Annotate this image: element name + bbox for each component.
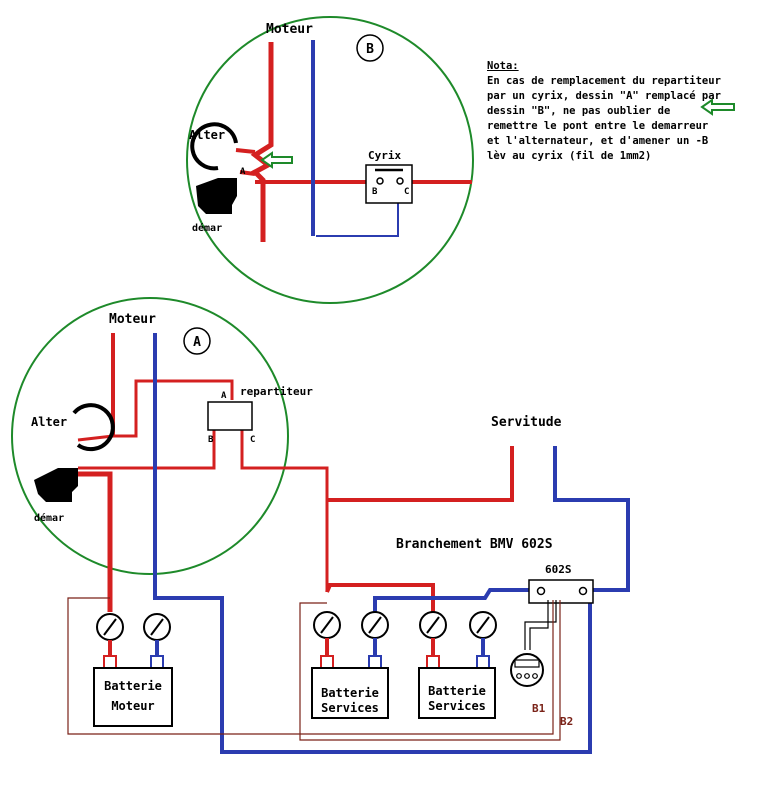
bmv-monitor-button-2 [524,673,530,679]
note-arrow-icon [700,98,735,116]
bmv-monitor-button-3 [532,673,538,679]
battery-services-1: Batterie Services [311,655,389,719]
circle-b-blue-cyrix-neg [316,196,399,237]
battery-moteur-line2: Moteur [111,699,154,713]
bmv-monitor-wires [524,600,557,650]
cyrix-label: Cyrix [368,149,401,162]
circle-b-demar-label: démar [192,222,222,234]
circle-a-red-rep-c [240,430,329,592]
nota-line: dessin "B", ne pas oublier de [487,105,671,117]
circle-a-letter-ring [183,327,211,355]
fuse-moteur-pos [96,613,124,656]
branchement-label: Branchement BMV 602S [396,537,553,552]
circle-b-group: Alter démar A Cyrix B C Moteur B [186,16,474,304]
battery-services2-line2: Services [428,699,486,713]
circle-a-demar-label: démar [34,512,64,524]
bmv-monitor-button-1 [516,673,522,679]
cyrix-terminal-c [396,177,404,185]
circle-b-alternator [190,122,238,171]
battery-services1-line2: Services [321,701,379,715]
cyrix-point-b: B [372,187,378,197]
servitude-label: Servitude [491,415,562,430]
circle-b-point-a: A [240,167,246,177]
nota-note: Nota: En cas de remplacement du repartit… [487,59,755,164]
battery-services1-line1: Batterie [321,686,379,700]
cyrix-box [365,164,413,204]
bmv-terminal-right [578,586,588,596]
nota-title: Nota: [487,60,519,72]
circle-a-moteur-label: Moteur [109,312,156,327]
b2-wire [299,600,561,741]
circle-b-outline [186,16,474,304]
b1-wire [67,597,554,735]
circle-a-letter: A [193,335,201,350]
repartiteur-point-a: A [221,391,227,401]
circle-a-red-alter-bridge [77,379,234,442]
circle-a-outline [11,297,289,575]
repartiteur-label: repartiteur [240,385,313,398]
battery-services-2: Batterie Services [418,655,496,719]
repartiteur-box [207,401,253,431]
circle-b-letter: B [366,42,374,57]
circle-a-red-to-battery [78,471,113,612]
nota-line: par un cyrix, dessin "A" remplacé par [487,90,721,102]
circle-b-red-wire [250,42,274,242]
fuse-services2-neg [469,611,497,656]
servitude-red-wire [327,446,514,502]
circle-b-alter-label: Alter [189,128,225,142]
fuse-moteur-neg [143,613,171,656]
circle-a-blue-moteur [153,333,592,754]
circle-b-red-bridge [235,148,256,176]
b1-label: B1 [532,702,546,715]
fuse-services1-neg [361,611,389,656]
bmv-monitor-screen [514,659,540,668]
circle-a-alter-label: Alter [31,415,67,429]
battery-moteur-line1: Batterie [104,679,162,693]
bmv-terminal-left [536,586,546,596]
battery-moteur: Batterie Moteur [93,655,173,727]
circle-a-red-rep-b [78,430,216,470]
battery-services2-line1: Batterie [428,684,486,698]
nota-line: En cas de remplacement du repartiteur [487,75,721,87]
repartiteur-point-b: B [208,435,214,445]
bmv-monitor-icon [510,653,544,687]
circle-b-letter-ring [356,34,384,62]
repartiteur-point-c: C [250,435,255,445]
circle-b-arrow-icon [260,151,293,169]
circle-a-alternator [72,403,115,452]
bmv-shunt-box [528,579,594,604]
circle-b-moteur-label: Moteur [266,22,313,37]
cyrix-terminal-b [376,177,384,185]
circle-a-group: Alter démar repartiteur A B C Moteur A [11,297,592,754]
circle-b-starter [196,178,237,214]
cyrix-point-c: C [404,187,409,197]
circle-a-starter [34,468,78,502]
bmv-label: 602S [545,563,572,576]
nota-line: et l'alternateur, et d'amener un -B [487,135,709,147]
fuse-services2-pos [419,611,447,656]
servitude-blue-wire [553,446,630,592]
services-blue-link [373,588,530,612]
fuse-services1-pos [313,611,341,656]
nota-line: lèv au cyrix (fil de 1mm2) [487,150,652,162]
nota-line: remettre le pont entre le demarreur [487,120,709,132]
b2-label: B2 [560,715,573,728]
